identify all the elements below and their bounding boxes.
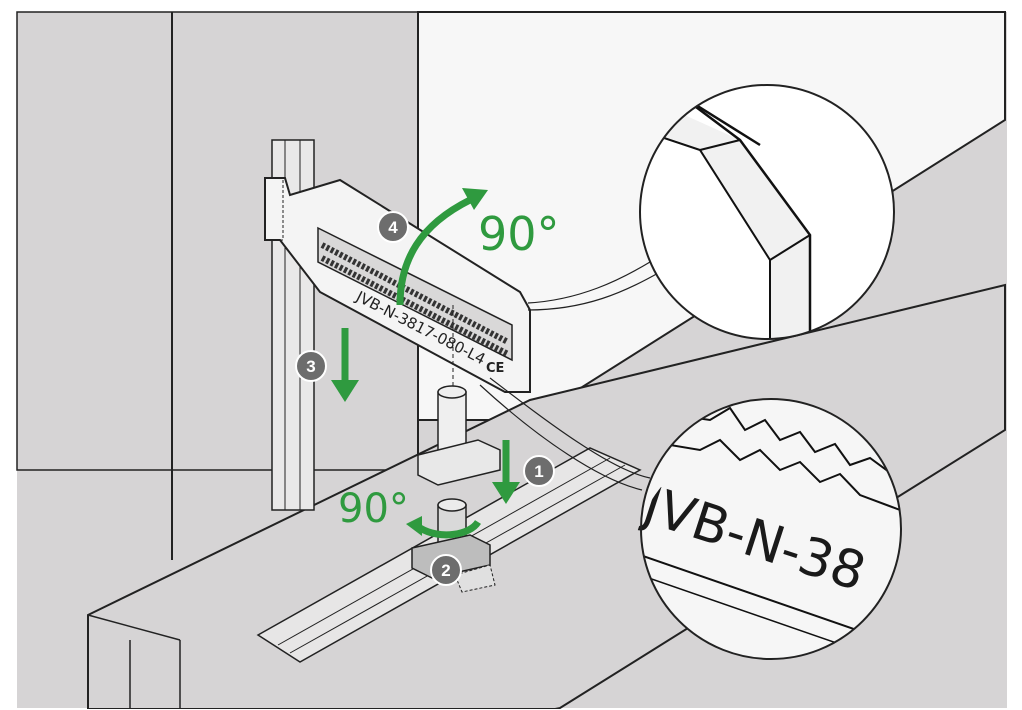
svg-text:4: 4 bbox=[388, 218, 398, 237]
step-marker-4: 4 bbox=[377, 211, 409, 243]
svg-text:1: 1 bbox=[534, 462, 543, 481]
ce-mark: CE bbox=[486, 361, 504, 376]
bolt-ghost bbox=[417, 385, 501, 486]
svg-text:3: 3 bbox=[306, 357, 315, 376]
zoom-detail-corner bbox=[639, 84, 895, 340]
step-marker-1: 1 bbox=[523, 455, 555, 487]
step-marker-3: 3 bbox=[295, 350, 327, 382]
zoom-detail-engraving: JVB-N-38 bbox=[633, 398, 902, 660]
rotate-arrow-4 bbox=[396, 196, 472, 306]
step-marker-2: 2 bbox=[430, 554, 462, 586]
angle-label-bottom: 90° bbox=[338, 486, 409, 532]
rotate-arrow-2 bbox=[418, 519, 481, 539]
angle-label-top: 90° bbox=[478, 207, 560, 261]
gauge-bracket bbox=[264, 177, 531, 393]
svg-text:2: 2 bbox=[441, 561, 450, 580]
